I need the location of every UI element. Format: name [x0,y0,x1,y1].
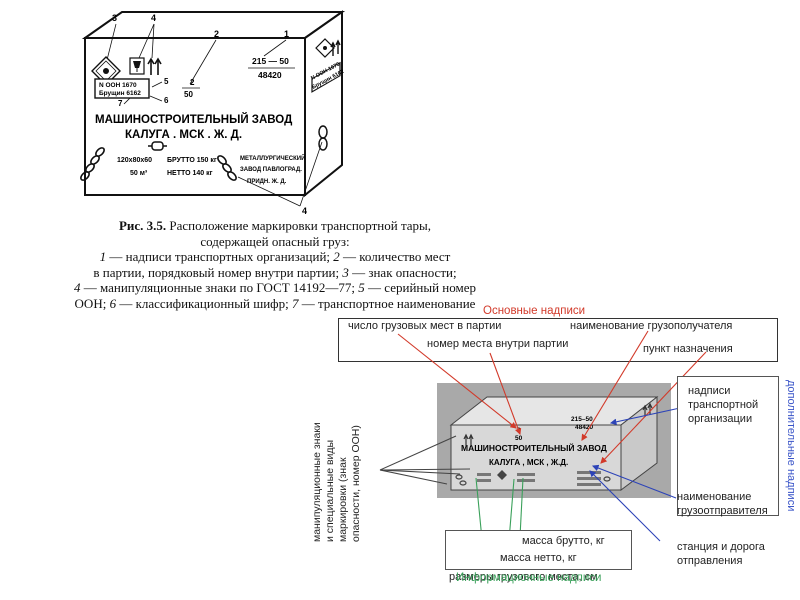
caption-num-2: 2 [333,249,340,264]
this-way-up-icon [147,57,162,75]
handling-line2: и специальные виды [324,439,336,542]
label-shipper-name: наименование грузоотправителя [677,491,768,517]
center-chain-icon [148,141,167,151]
un-number-line1: N OOH 1670 [99,82,137,89]
label-gross-weight: масса брутто, кг [522,535,605,547]
left-chain-icon [80,147,105,181]
caption-line2: содержащей опасный груз: [200,233,350,249]
caption-num-1: 1 [99,249,107,264]
caption-item-5-cont: ООН; [74,295,107,311]
caption-figure-number: Рис. 3.5. [118,218,167,233]
caption-item-5: — серийный номер [368,280,477,295]
transport-org-top: 215 — 50 [252,56,289,66]
places-total: 50 [184,90,193,99]
un-number-label [94,78,150,99]
photo-destination: КАЛУГА , МСК , Ж.Д. [489,458,568,467]
caption-item-3: — знак опасности; [352,264,457,280]
callout-4-bottom: 4 [302,206,307,215]
consignee-name: МАШИНОСТРОИТЕЛЬНЫЙ ЗАВОД [95,113,292,126]
un-number-line2: Брущин 6162 [99,90,141,97]
handling-line3: маркировки (знак [337,457,349,542]
dimensions-text: 120х80х60 [117,157,152,164]
additional-inscriptions-title: дополнительные надписи [785,380,797,512]
caption-item-7: — транспортное наименование [301,295,476,311]
transport-org-bottom: 48420 [258,70,282,80]
label-net-weight: масса нетто, кг [500,552,577,564]
place-number: 2 [190,78,195,87]
shipper-line3: ПРИДН. Ж. Д. [247,179,287,185]
callout-7: 7 [118,99,123,108]
info-inscriptions-box [445,530,632,570]
info-inscriptions-title: Информационные надписи [456,572,602,584]
side-chain-icon [318,125,328,151]
photo-diamond-icon [497,470,507,480]
caption-line1: Расположение маркировки транспортной тар… [169,218,432,233]
photo-places-total: 50 [515,435,523,442]
caption-item-6: — классификационный шифр; [119,295,289,311]
photo-transport-bottom: 48420 [575,424,593,431]
label-destination: пункт назначения [643,343,733,355]
net-weight-text: НЕТТО 140 кг [167,170,213,177]
gross-weight-text: БРУТТО 150 кг [167,157,217,164]
caption-item-4: — манипуляционные знаки по ГОСТ 14192—77… [83,280,356,295]
caption-num-7: 7 [291,295,299,311]
main-inscriptions-box [338,318,778,362]
caption-num-6: 6 [109,295,117,311]
label-place-number: номер места внутри партии [427,338,569,350]
side-hazard-diamond-icon [315,38,335,58]
photo-consignee: МАШИНОСТРОИТЕЛЬНЫЙ ЗАВОД [461,442,607,453]
fragile-glass-icon [129,57,145,75]
box-side-face [304,10,343,198]
photo-this-way-up-icon [463,433,474,446]
photo-transport-top: 215–50 [571,416,593,423]
callout-3: 3 [112,13,117,23]
callout-6: 6 [164,96,169,105]
caption-num-3: 3 [342,264,349,280]
volume-text: 50 м³ [130,170,148,177]
callout-2: 2 [214,29,219,39]
label-transport-org: надписи транспортной организации [688,385,759,425]
transport-org-label-box [677,376,779,516]
label-dimensions: размеры грузового места, см [449,571,598,583]
caption-num-4: 4 [73,280,81,295]
label-departure-station: станция и дорога отправления [677,541,765,567]
callout-4-top: 4 [151,13,156,23]
handling-line4: опасности, номер ООН) [350,425,362,542]
box-sketch: 3 4 2 1 5 6 7 4 N OOH 1670 Брущин 6162 2 [80,10,345,215]
destination: КАЛУГА . МСК . Ж. Д. [125,129,242,141]
caption-item-1: — надписи транспортных организаций; [109,249,331,264]
right-chain-icon [217,155,237,181]
side-this-way-up-icon [330,39,341,56]
figure-caption: Рис. 3.5. Расположение маркировки трансп… [40,218,510,311]
label-places-in-batch: число грузовых мест в партии [348,320,502,332]
callout-5: 5 [164,77,169,86]
label-consignee-name: наименование грузополучателя [570,320,733,332]
box-photo-drawing: 2 50 215–50 48420 МАШИНОСТРОИТЕЛЬНЫЙ ЗАВ… [449,395,659,491]
caption-num-5: 5 [358,280,365,295]
shipper-line2: ЗАВОД ПАВЛОГРАД. [240,167,302,173]
handling-line1: манипуляционные знаки [311,422,323,542]
shipper-line1: МЕТАЛЛУРГИЧЕСКИЙ [240,154,305,162]
side-un-label [311,61,341,93]
photo-small-text-bars [477,471,601,486]
photo-chain-icon [455,474,611,486]
caption-item-2: — количество мест [343,249,451,264]
caption-item-2-cont: в партии, порядковый номер внутри партии… [93,264,340,280]
callout-1: 1 [284,29,289,39]
main-inscriptions-title: Основные надписи [483,305,586,317]
